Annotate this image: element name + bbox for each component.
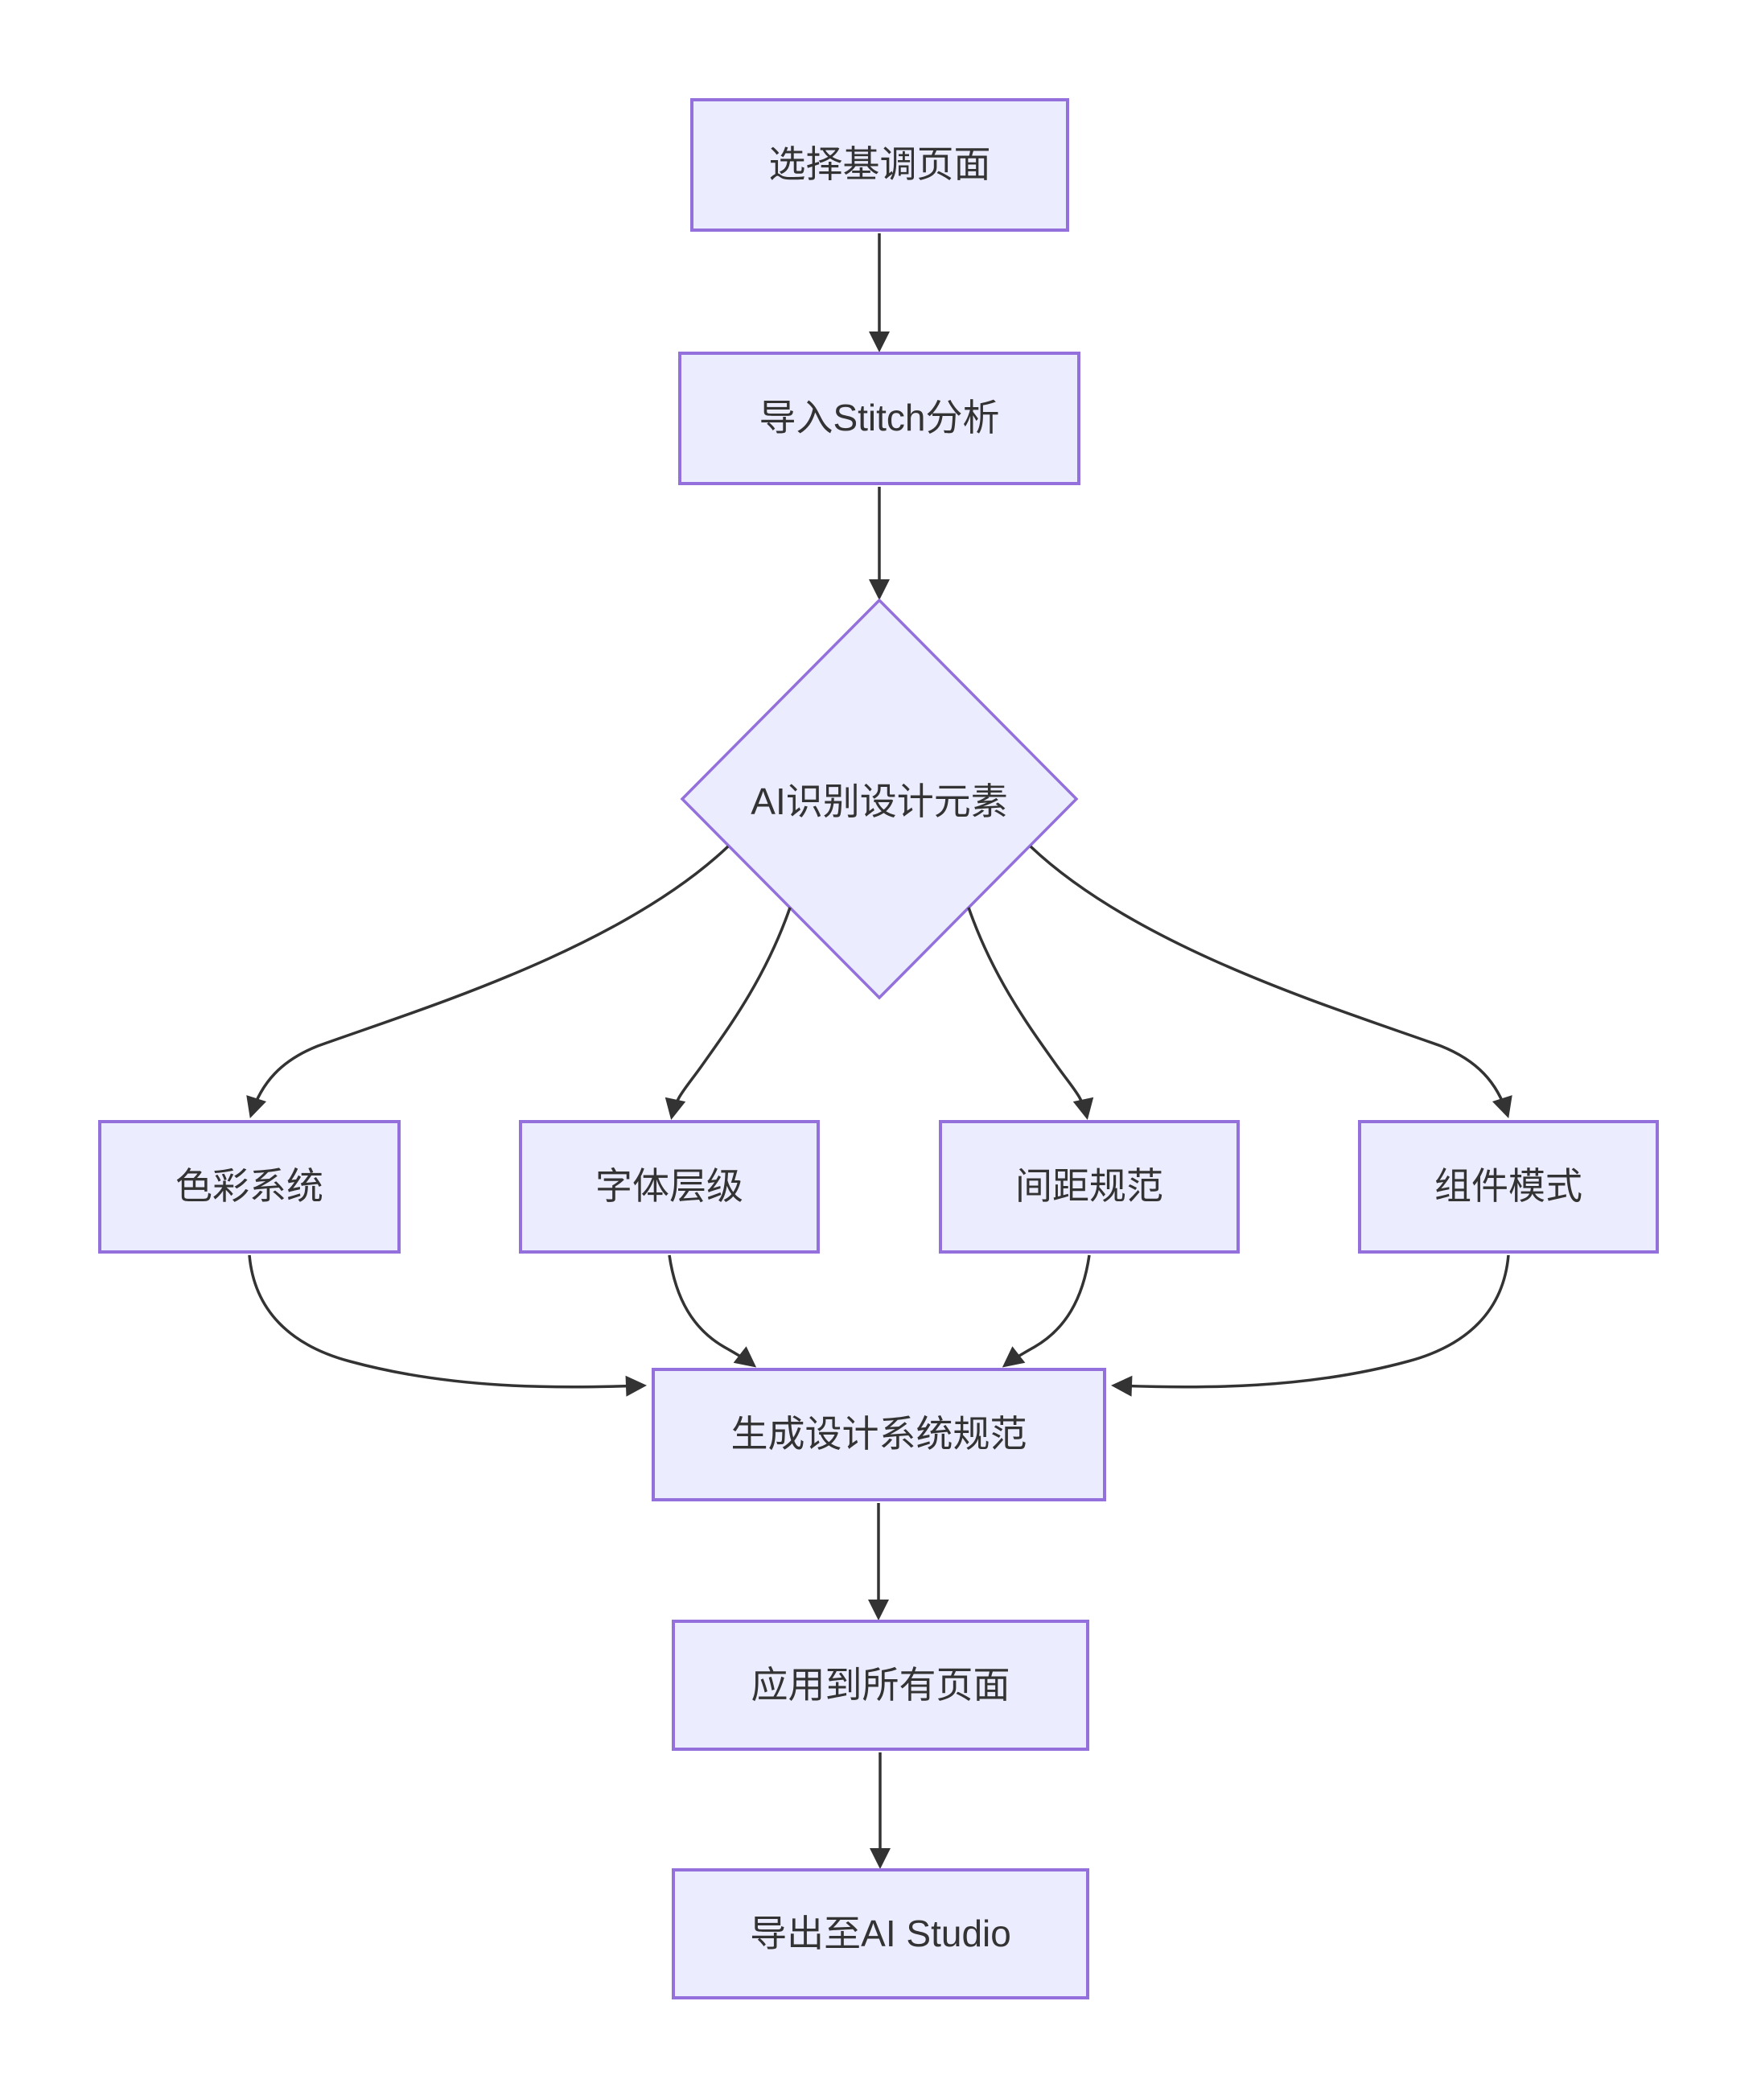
node-font-hierarchy-label: 字体层级 — [595, 1165, 743, 1208]
edge-decision-font-hierarchy — [665, 907, 792, 1120]
edge-component-pattern-generate — [1111, 1254, 1510, 1397]
node-export-studio: 导出至AI Studio — [672, 1868, 1089, 1999]
node-decision: AI识别设计元素 — [698, 743, 1060, 855]
node-color-system-label: 色彩系统 — [175, 1165, 323, 1208]
node-font-hierarchy: 字体层级 — [519, 1120, 820, 1254]
node-decision-shape — [680, 598, 1079, 1000]
node-import: 导入Stitch分析 — [678, 352, 1080, 485]
node-spacing-spec: 间距规范 — [939, 1120, 1240, 1254]
edge-font-hierarchy-generate — [668, 1254, 757, 1368]
edge-spacing-spec-generate — [1002, 1254, 1091, 1368]
node-export-studio-label: 导出至AI Studio — [750, 1912, 1011, 1954]
node-generate-spec: 生成设计系统规范 — [652, 1368, 1106, 1501]
node-import-label: 导入Stitch分析 — [759, 397, 1000, 439]
node-apply-pages: 应用到所有页面 — [672, 1620, 1089, 1751]
node-start: 选择基调页面 — [690, 98, 1069, 232]
edge-decision-color-system — [246, 845, 730, 1118]
node-apply-pages-label: 应用到所有页面 — [751, 1663, 1010, 1706]
node-component-pattern-label: 组件模式 — [1434, 1165, 1582, 1208]
node-spacing-spec-label: 间距规范 — [1015, 1165, 1163, 1208]
edge-color-system-generate — [248, 1254, 647, 1397]
node-component-pattern: 组件模式 — [1358, 1120, 1659, 1254]
edge-decision-component-pattern — [1029, 845, 1512, 1118]
node-decision-label: AI识别设计元素 — [751, 780, 1008, 822]
node-generate-spec-label: 生成设计系统规范 — [730, 1413, 1027, 1456]
node-color-system: 色彩系统 — [98, 1120, 401, 1254]
edge-decision-spacing-spec — [967, 907, 1094, 1120]
node-start-label: 选择基调页面 — [768, 143, 991, 186]
